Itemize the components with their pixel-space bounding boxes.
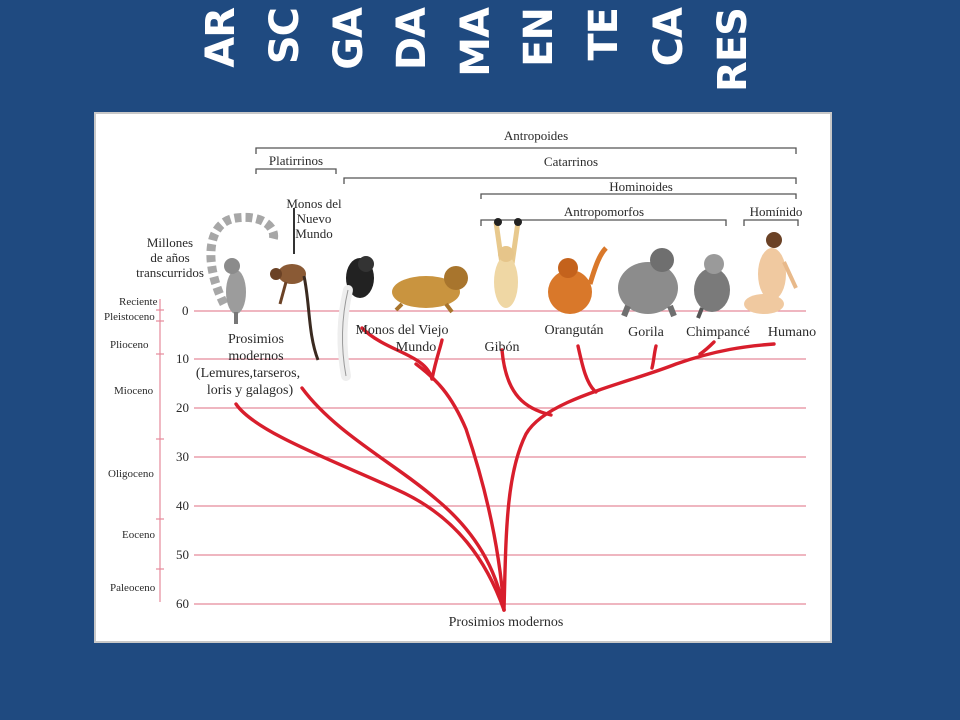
prosimians-label-line: loris y galagos): [207, 383, 294, 398]
root-label: Prosimios modernos: [449, 615, 564, 630]
title-column: CA: [646, 8, 692, 67]
title-column: TE: [581, 8, 627, 61]
new-world-label-line: Monos del: [286, 196, 342, 211]
axis-title-line: Millones: [147, 235, 193, 250]
species-label-gibon: Gibón: [485, 340, 520, 355]
colobus-icon: [337, 256, 374, 381]
chimpanzee-icon: [694, 254, 730, 319]
tick-label: 10: [176, 351, 189, 366]
spider-monkey-icon: [270, 208, 320, 361]
catarrinos-label: Catarrinos: [544, 154, 598, 169]
old-world-label-line: Mundo: [396, 340, 436, 355]
human-icon: [744, 232, 798, 314]
epoch-label: Mioceno: [114, 385, 154, 397]
branch-gibon: [500, 348, 553, 417]
branch-old-world-b: [430, 338, 444, 381]
branch-gorila: [650, 344, 658, 370]
prosimians-label-line: Prosimios: [228, 332, 284, 347]
new-world-label-line: Nuevo: [297, 211, 332, 226]
axis-title: Millones de años transcurridos: [136, 235, 204, 280]
title-column: SC: [262, 8, 308, 65]
title-column: AR: [198, 8, 244, 68]
old-world-label: Monos del Viejo Mundo: [355, 323, 448, 355]
catarrinos-bracket: [343, 177, 797, 184]
hominoides-bracket: [480, 193, 797, 199]
tick-label: 60: [176, 596, 189, 611]
orangutan-icon: [548, 246, 608, 314]
title-column: EN: [516, 8, 562, 67]
title-column: DA: [389, 8, 435, 71]
antropomorfos-label: Antropomorfos: [564, 204, 644, 219]
epoch-label: Pleistoceno: [104, 311, 155, 323]
branch-new-world: [300, 386, 506, 612]
platirrinos-label: Platirrinos: [269, 153, 323, 168]
epoch-label: Paleoceno: [110, 582, 156, 594]
epoch-labels: Reciente Pleistoceno Plioceno Mioceno Ol…: [104, 296, 158, 594]
axis-title-line: transcurridos: [136, 265, 204, 280]
gibbon-icon: [493, 218, 522, 308]
group-brackets: [255, 147, 799, 226]
title-column: GA: [326, 8, 372, 70]
hominoides-label: Hominoides: [609, 179, 673, 194]
hominido-label: Homínido: [750, 204, 803, 219]
branch-old-world: [414, 362, 506, 612]
species-label-orangutan: Orangután: [544, 323, 603, 338]
baboon-icon: [392, 266, 468, 314]
prosimians-label: Prosimios modernos (Lemures,tarseros, lo…: [196, 332, 300, 398]
axis-title-line: de años: [150, 250, 189, 265]
branch-old-world-a: [360, 326, 434, 381]
antropomorfos-bracket: [480, 219, 727, 226]
phylogeny-branches: [234, 326, 776, 612]
epoch-label: Reciente: [119, 296, 158, 308]
prosimians-label-line: (Lemures,tarseros,: [196, 366, 300, 381]
species-label-humano: Humano: [768, 325, 816, 340]
title-column: MA: [453, 8, 499, 77]
phylogeny-diagram: Antropoides Platirrinos Catarrinos Homin…: [104, 128, 816, 630]
old-world-label-line: Monos del Viejo: [355, 323, 448, 338]
tick-label: 20: [176, 400, 189, 415]
gorilla-icon: [618, 248, 678, 318]
antropoides-bracket: [255, 147, 797, 154]
epoch-label: Oligoceno: [108, 468, 154, 480]
antropoides-label: Antropoides: [504, 128, 568, 143]
species-label-chimpance: Chimpancé: [686, 325, 750, 340]
branch-hominoids: [502, 342, 776, 612]
time-ticks: 0 10 20 30 40 50 60: [176, 303, 189, 611]
epoch-label: Eoceno: [122, 529, 155, 541]
diagram-frame: Antropoides Platirrinos Catarrinos Homin…: [94, 112, 832, 643]
new-world-label: Monos del Nuevo Mundo: [286, 196, 342, 241]
prosimians-label-line: modernos: [228, 349, 283, 364]
platirrinos-bracket: [255, 168, 337, 174]
tick-label: 40: [176, 498, 189, 513]
epoch-ruler: [156, 299, 164, 602]
tick-label: 50: [176, 547, 189, 562]
branch-orangutan: [576, 344, 598, 394]
branch-chimpance: [698, 340, 716, 356]
branch-prosimians: [234, 402, 506, 612]
new-world-label-line: Mundo: [295, 226, 333, 241]
lemur-icon: [206, 212, 279, 324]
epoch-label: Plioceno: [110, 339, 149, 351]
tick-label: 0: [182, 303, 189, 318]
species-label-gorila: Gorila: [628, 325, 665, 340]
tick-label: 30: [176, 449, 189, 464]
hominido-bracket: [743, 219, 799, 226]
title-column: RES: [710, 8, 756, 92]
